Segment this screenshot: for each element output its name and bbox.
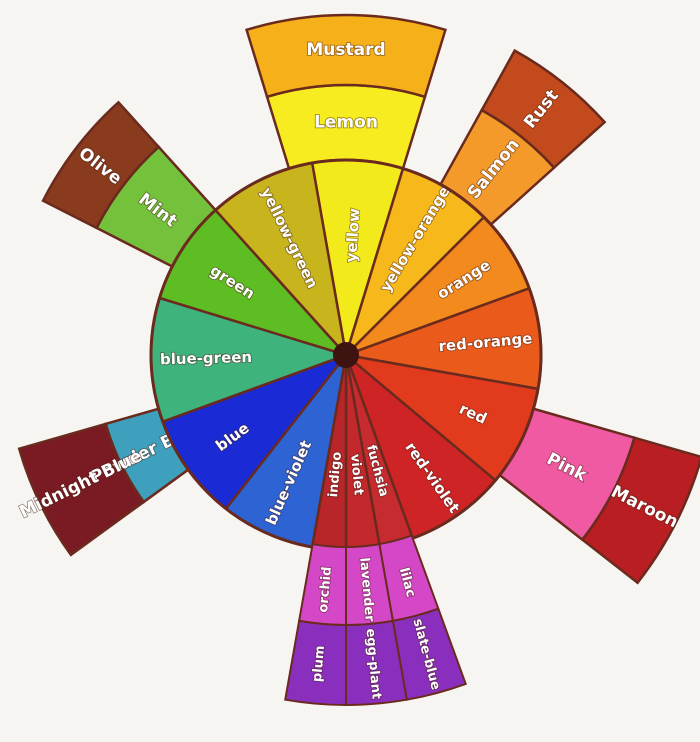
ray-band-mustard	[245, 13, 447, 99]
wheel-label-blue-green: blue-green	[160, 348, 253, 368]
ray-band-rust	[480, 48, 607, 170]
ray-label-mustard: Mustard	[306, 40, 385, 60]
ray-band-midnight-blue	[17, 422, 146, 557]
wheel-hub	[333, 342, 359, 368]
bottom-label-lavender: lavender	[356, 557, 377, 623]
wheel-label-indigo: indigo	[326, 451, 345, 498]
bottom-label-egg-plant: egg-plant	[362, 628, 383, 700]
wheel-label-yellow: yellow	[342, 207, 363, 263]
bottom-band-plum	[284, 619, 347, 707]
ray-band-olive	[41, 100, 161, 230]
ray-band-maroon	[580, 436, 700, 585]
wheel-label-violet: violet	[347, 453, 366, 496]
ray-label-lemon: Lemon	[314, 113, 378, 133]
bottom-label-plum: plum	[310, 645, 328, 683]
bottom-label-orchid: orchid	[316, 566, 335, 613]
bottom-ray-layer: lilacslate-bluelavenderegg-plantorchidpl…	[284, 534, 467, 707]
